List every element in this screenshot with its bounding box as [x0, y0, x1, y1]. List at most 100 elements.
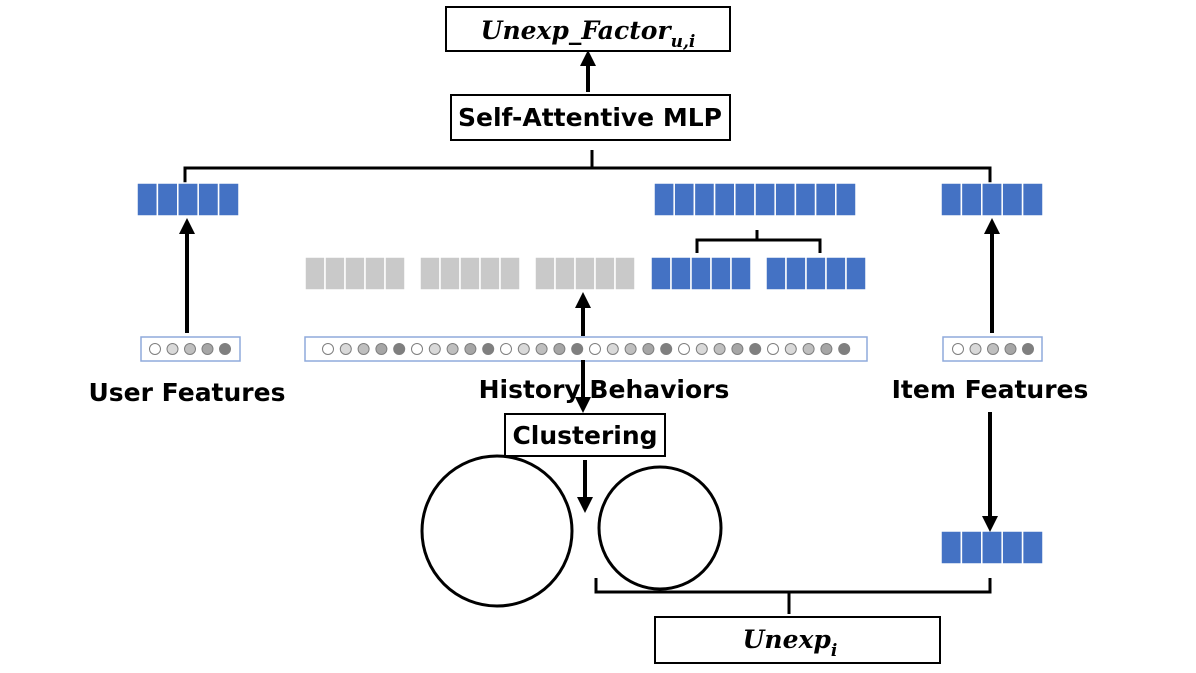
output-box — [445, 6, 731, 52]
bottom-bracket — [594, 578, 992, 614]
embedding-cell — [814, 182, 837, 217]
embedding-cell — [981, 530, 1003, 565]
embedding-cell — [845, 256, 867, 291]
feature-dot — [589, 343, 601, 355]
embedding-cell — [136, 182, 159, 217]
feature-dot — [606, 343, 619, 355]
embedding-cell — [1001, 530, 1024, 565]
feature-dot — [624, 343, 637, 355]
embedding-cell — [710, 256, 732, 291]
embedding-cell — [825, 256, 847, 291]
embedding-cell — [754, 182, 776, 217]
embedding-cell — [534, 256, 556, 291]
embedding-cell — [439, 256, 461, 291]
embedding-cell — [690, 256, 712, 291]
embedding-cell — [364, 256, 386, 291]
embedding-cell — [774, 182, 797, 217]
embedding-cell — [574, 256, 596, 291]
embedding-cell — [940, 530, 963, 565]
embedding-cell — [713, 182, 736, 217]
embedding-cell — [344, 256, 366, 291]
embedding-cell — [960, 530, 983, 565]
feature-dot — [184, 343, 196, 355]
feature-dot — [393, 343, 406, 355]
feature-dot — [713, 343, 726, 355]
feature-dot — [952, 343, 964, 355]
output-label: Unexp_Factoru,i — [481, 16, 696, 52]
feature-dot — [749, 343, 762, 355]
embedding-cell — [1001, 182, 1024, 217]
embedding-cell — [499, 256, 521, 291]
embedding-cell — [650, 256, 672, 291]
feature-dot — [411, 343, 423, 355]
item-feature-embedding — [940, 530, 1044, 565]
feature-dot — [767, 343, 779, 355]
user-features-label: User Features — [89, 378, 286, 407]
embedding-cell — [653, 182, 675, 217]
feature-box-frame — [304, 336, 868, 362]
cluster-circle-1 — [420, 454, 574, 608]
item-features-vector — [942, 336, 1043, 362]
embedding-cell — [479, 256, 501, 291]
feature-dot — [987, 343, 999, 355]
feature-dot — [969, 343, 982, 355]
embedding-cell — [459, 256, 481, 291]
feature-dot — [1022, 343, 1034, 355]
unexp-box — [654, 616, 941, 664]
clustering-box — [504, 413, 666, 457]
item-features-label: Item Features — [892, 375, 1089, 404]
history-behaviors-vector — [304, 336, 868, 362]
history-embedding-gray-2 — [419, 256, 521, 291]
embedding-cell — [730, 256, 752, 291]
embedding-cell — [304, 256, 326, 291]
feature-dot — [802, 343, 815, 355]
embedding-cell — [156, 182, 179, 217]
history-aggregated-embedding — [653, 182, 857, 217]
history-embedding-gray-1 — [304, 256, 406, 291]
user-features-vector — [140, 336, 241, 362]
feature-dot — [357, 343, 370, 355]
feature-dot — [553, 343, 566, 355]
history-embedding-blue-1 — [650, 256, 752, 291]
cluster-circle-2 — [597, 465, 723, 591]
embedding-cell — [981, 182, 1003, 217]
embedding-cell — [693, 182, 716, 217]
feature-dot — [838, 343, 851, 355]
feature-dot — [731, 343, 744, 355]
feature-dot — [500, 343, 512, 355]
item-embedding — [940, 182, 1044, 217]
embedding-cell — [614, 256, 636, 291]
embedding-cell — [794, 182, 817, 217]
feature-dot — [428, 343, 441, 355]
history-behaviors-label: History Behaviors — [479, 375, 730, 404]
feature-dot — [517, 343, 530, 355]
mlp-box — [450, 94, 731, 141]
feature-dot — [642, 343, 655, 355]
group-bracket — [695, 230, 822, 253]
feature-dot — [678, 343, 690, 355]
feature-dot — [149, 343, 161, 355]
embedding-cell — [785, 256, 807, 291]
feature-dot — [322, 343, 334, 355]
feature-dot — [482, 343, 495, 355]
embedding-cell — [940, 182, 963, 217]
embedding-cell — [673, 182, 696, 217]
embedding-cell — [217, 182, 240, 217]
feature-dot — [375, 343, 388, 355]
feature-dot — [695, 343, 708, 355]
feature-dot — [660, 343, 673, 355]
feature-dot — [339, 343, 352, 355]
feature-dot — [571, 343, 584, 355]
feature-dot — [446, 343, 459, 355]
feature-dot — [219, 343, 231, 355]
embedding-cell — [734, 182, 756, 217]
user-embedding — [136, 182, 240, 217]
embedding-cell — [1021, 530, 1044, 565]
history-embedding-blue-2 — [765, 256, 867, 291]
embedding-cell — [197, 182, 220, 217]
feature-dot — [464, 343, 477, 355]
embedding-cell — [324, 256, 346, 291]
feature-dot — [535, 343, 548, 355]
